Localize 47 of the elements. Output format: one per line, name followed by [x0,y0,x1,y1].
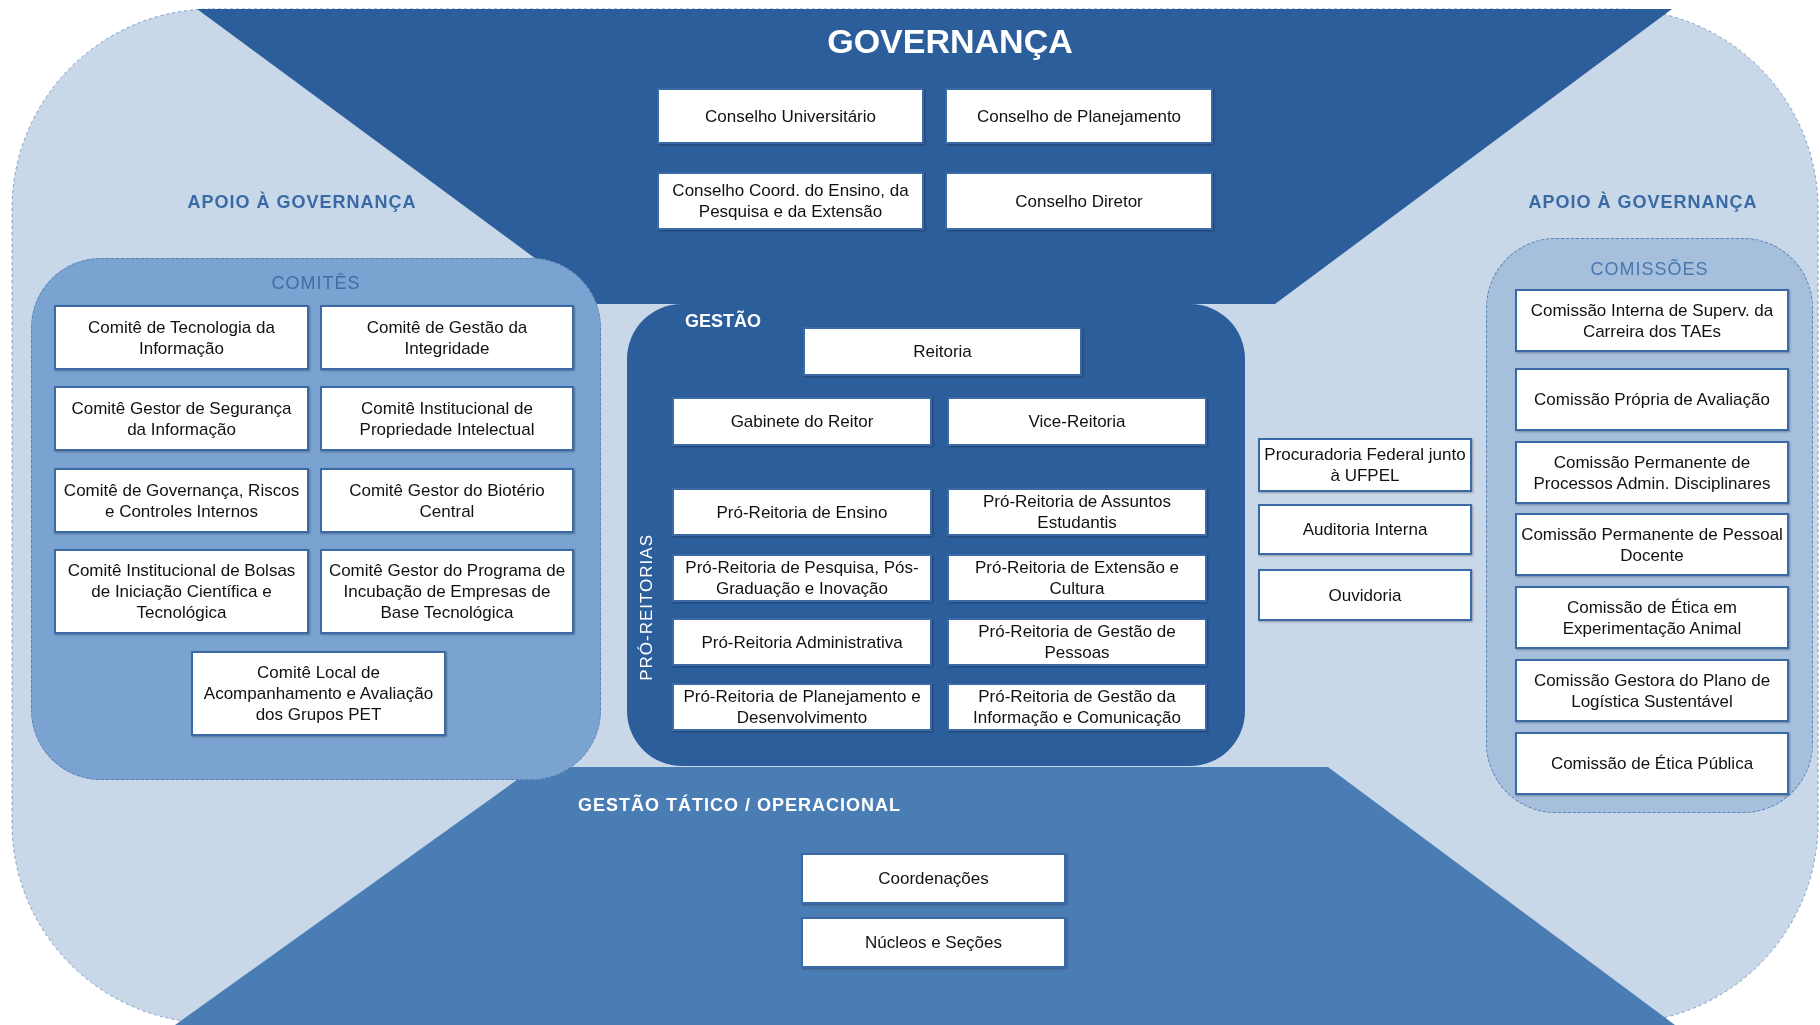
org-unit-box: Pró-Reitoria de Ensino [672,488,932,536]
org-unit-box: Comitê Local de Acompanhamento e Avaliação dos Grupos PET [191,651,446,736]
org-unit-box: Comissão Interna de Superv. da Carreira dos TAEs [1515,289,1789,352]
org-unit-box: Conselho de Planejamento [945,88,1213,144]
group-heading: COMITÊS [271,273,361,294]
org-unit-box: Comissão Própria de Avaliação [1515,368,1789,431]
org-unit-box: Pró-Reitoria de Gestão da Informação e Comunicação [947,683,1207,731]
group-heading: COMISSÕES [1590,259,1709,280]
org-unit-box: Comissão de Ética em Experimentação Animal [1515,586,1789,649]
org-unit-box: Conselho Coord. do Ensino, da Pesquisa e da Extensão [657,172,924,230]
org-unit-box: Vice-Reitoria [947,397,1207,446]
vertical-heading: PRÓ-REITORIAS [637,534,657,681]
section-heading: APOIO À GOVERNANÇA [1528,192,1758,213]
org-unit-box: Pró-Reitoria de Planejamento e Desenvolvimento [672,683,932,731]
org-unit-box: Pró-Reitoria de Gestão de Pessoas [947,618,1207,666]
org-unit-box: Comissão Gestora do Plano de Logística Sustentável [1515,659,1789,722]
section-heading: APOIO À GOVERNANÇA [187,192,417,213]
group-panel [1486,238,1813,813]
org-unit-box: Núcleos e Seções [801,917,1066,968]
org-unit-box: Pró-Reitoria de Extensão e Cultura [947,554,1207,602]
org-unit-box: Ouvidoria [1258,569,1472,621]
org-unit-box: Comissão Permanente de Pessoal Docente [1515,513,1789,576]
org-unit-box: Pró-Reitoria de Pesquisa, Pós-Graduação e Inovação [672,554,932,602]
org-unit-box: Reitoria [803,327,1082,376]
org-unit-box: Comitê Institucional de Propriedade Intelectual [320,386,574,451]
org-unit-box: Conselho Diretor [945,172,1213,230]
group-heading: GESTÃO [685,311,761,332]
org-unit-box: Gabinete do Reitor [672,397,932,446]
org-unit-box: Procuradoria Federal junto à UFPEL [1258,438,1472,492]
org-unit-box: Comitê de Gestão da Integridade [320,305,574,370]
org-unit-box: Comitê Institucional de Bolsas de Iniciação Científica e Tecnológica [54,549,309,634]
org-unit-box: Comitê de Tecnologia da Informação [54,305,309,370]
org-unit-box: Coordenações [801,853,1066,904]
group-panel [31,258,601,780]
org-unit-box: Comissão de Ética Pública [1515,732,1789,795]
org-unit-box: Pró-Reitoria Administrativa [672,618,932,666]
diagram-title: GOVERNANÇA [827,22,1073,61]
management-panel [627,304,1245,766]
org-unit-box: Comitê Gestor do Programa de Incubação de Empresas de Base Tecnológica [320,549,574,634]
org-unit-box: Conselho Universitário [657,88,924,144]
org-unit-box: Comitê de Governança, Riscos e Controles Internos [54,468,309,533]
org-unit-box: Comissão Permanente de Processos Admin. Disciplinares [1515,441,1789,504]
org-unit-box: Auditoria Interna [1258,504,1472,555]
org-unit-box: Pró-Reitoria de Assuntos Estudantis [947,488,1207,536]
org-unit-box: Comitê Gestor do Biotério Central [320,468,574,533]
org-unit-box: Comitê Gestor de Segurança da Informação [54,386,309,451]
section-heading: GESTÃO TÁTICO / OPERACIONAL [578,795,901,816]
